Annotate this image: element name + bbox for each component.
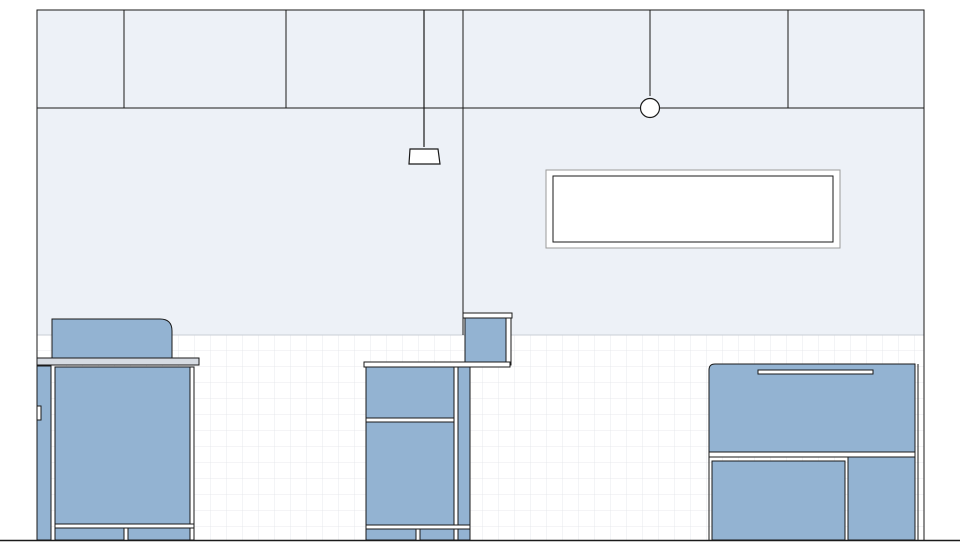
shelf-frame-leg bbox=[453, 366, 459, 541]
door-handle bbox=[36, 405, 42, 421]
bottom-drawer bbox=[127, 527, 191, 541]
center-shelving-unit bbox=[363, 312, 513, 541]
shelf-side-bay bbox=[457, 366, 471, 541]
shelf-bottom-box bbox=[419, 528, 455, 541]
cabinet-lower-door bbox=[847, 456, 916, 541]
shelf-top bbox=[363, 361, 511, 368]
countertop bbox=[36, 357, 200, 366]
shelf-box bbox=[464, 317, 507, 363]
pendant-lamp bbox=[408, 10, 441, 165]
left-side-panel bbox=[36, 365, 52, 541]
clerestory-window bbox=[545, 169, 841, 249]
pendant-shade bbox=[408, 148, 441, 165]
cabinet-handle-bar bbox=[757, 369, 874, 375]
right-cabinet-unit bbox=[708, 363, 919, 541]
shelf-box-side bbox=[505, 317, 512, 366]
shelf-box-top bbox=[462, 312, 513, 319]
globe-bulb bbox=[639, 97, 661, 119]
shelf-bay bbox=[365, 421, 455, 526]
bottom-drawer bbox=[54, 527, 125, 541]
cabinet-frame-leg bbox=[189, 366, 195, 541]
cabinet-lower-door bbox=[711, 460, 846, 541]
left-storage-unit bbox=[36, 318, 200, 541]
shelf-bay bbox=[365, 366, 455, 419]
globe-light bbox=[639, 97, 661, 119]
window-glass bbox=[552, 175, 834, 243]
backrest-panel bbox=[51, 318, 173, 361]
shelf-bottom-box bbox=[365, 528, 417, 541]
cabinet-upper-panel bbox=[708, 363, 916, 453]
cabinet-body bbox=[54, 366, 191, 525]
bottom-rail bbox=[54, 523, 195, 529]
cabinet-divider bbox=[708, 451, 916, 458]
shelf-bottom-rail bbox=[365, 524, 471, 530]
